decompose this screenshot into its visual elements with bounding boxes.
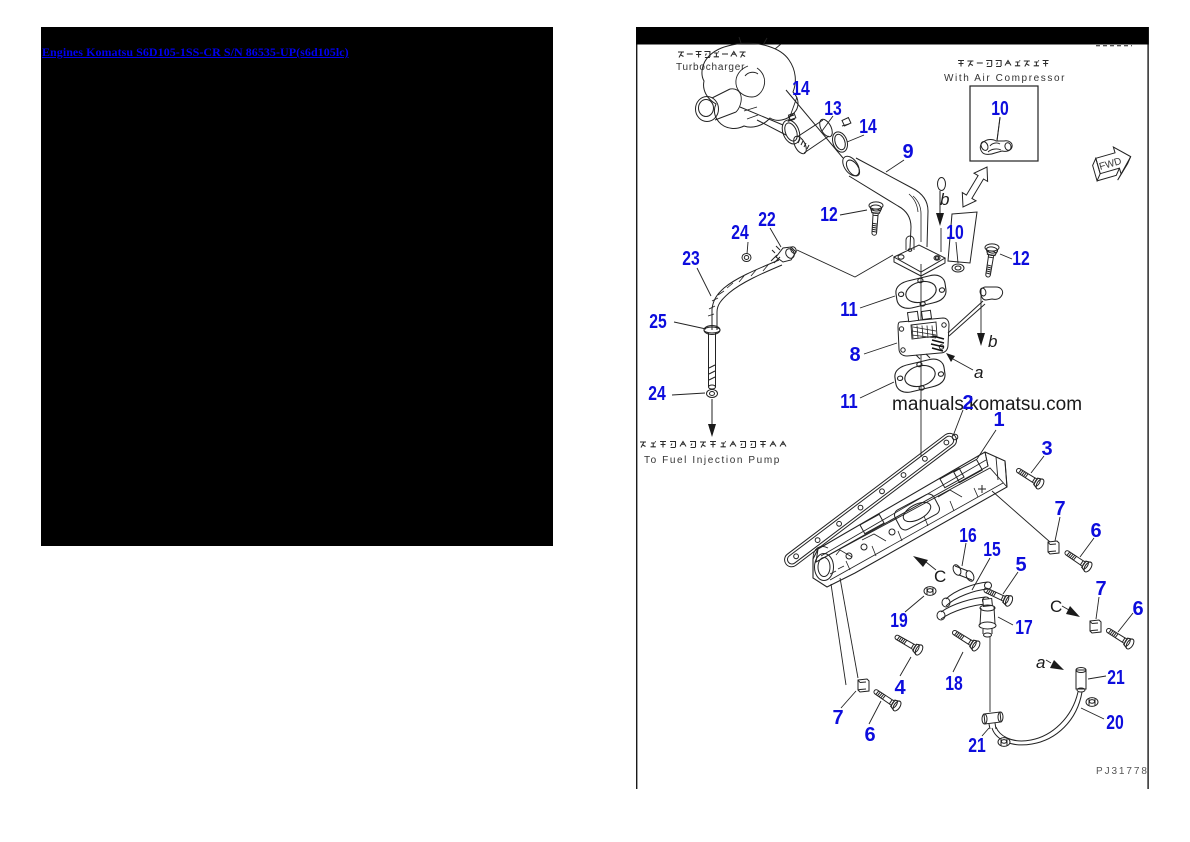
- svg-text:3: 3: [1041, 438, 1052, 460]
- svg-text:Turbocharger: Turbocharger: [676, 62, 745, 73]
- svg-text:PJ31778: PJ31778: [1096, 766, 1149, 777]
- svg-text:10: 10: [991, 98, 1009, 120]
- svg-text:12: 12: [1012, 248, 1030, 270]
- svg-text:16: 16: [959, 525, 977, 547]
- svg-text:14: 14: [859, 116, 877, 138]
- svg-text:20: 20: [1106, 712, 1124, 734]
- svg-text:1: 1: [993, 409, 1004, 431]
- svg-text:11: 11: [840, 299, 858, 321]
- svg-text:With Air Compressor: With Air Compressor: [944, 73, 1066, 84]
- svg-text:b: b: [940, 190, 949, 209]
- svg-text:19: 19: [890, 610, 908, 632]
- svg-text:a: a: [974, 363, 983, 382]
- svg-text:21: 21: [1107, 667, 1125, 689]
- svg-text:a: a: [1036, 653, 1045, 672]
- svg-text:6: 6: [864, 724, 875, 746]
- svg-text:manuals.komatsu.com: manuals.komatsu.com: [892, 394, 1082, 415]
- svg-text:7: 7: [832, 707, 843, 729]
- svg-text:5: 5: [1015, 554, 1026, 576]
- svg-text:24: 24: [731, 222, 749, 244]
- svg-text:7: 7: [1054, 498, 1065, 520]
- svg-text:22: 22: [758, 209, 776, 231]
- svg-text:17: 17: [1015, 617, 1033, 639]
- svg-text:25: 25: [649, 311, 667, 333]
- svg-text:C: C: [1050, 597, 1062, 616]
- svg-text:13: 13: [824, 98, 842, 120]
- svg-text:b: b: [988, 332, 997, 351]
- svg-text:10: 10: [946, 222, 964, 244]
- svg-text:C: C: [934, 567, 946, 586]
- svg-text:6: 6: [1132, 598, 1143, 620]
- svg-text:4: 4: [894, 677, 906, 699]
- svg-text:23: 23: [682, 248, 700, 270]
- svg-text:15: 15: [983, 539, 1001, 561]
- svg-text:21: 21: [968, 735, 986, 757]
- svg-text:2: 2: [962, 392, 973, 414]
- svg-text:11: 11: [840, 391, 858, 413]
- svg-text:14: 14: [792, 78, 810, 100]
- svg-text:9: 9: [902, 141, 913, 163]
- svg-text:8: 8: [849, 344, 860, 366]
- svg-text:18: 18: [945, 673, 963, 695]
- svg-text:To Fuel Injection Pump: To Fuel Injection Pump: [644, 455, 781, 466]
- svg-text:24: 24: [648, 383, 666, 405]
- svg-text:12: 12: [820, 204, 838, 226]
- svg-text:7: 7: [1095, 578, 1106, 600]
- svg-text:6: 6: [1090, 520, 1101, 542]
